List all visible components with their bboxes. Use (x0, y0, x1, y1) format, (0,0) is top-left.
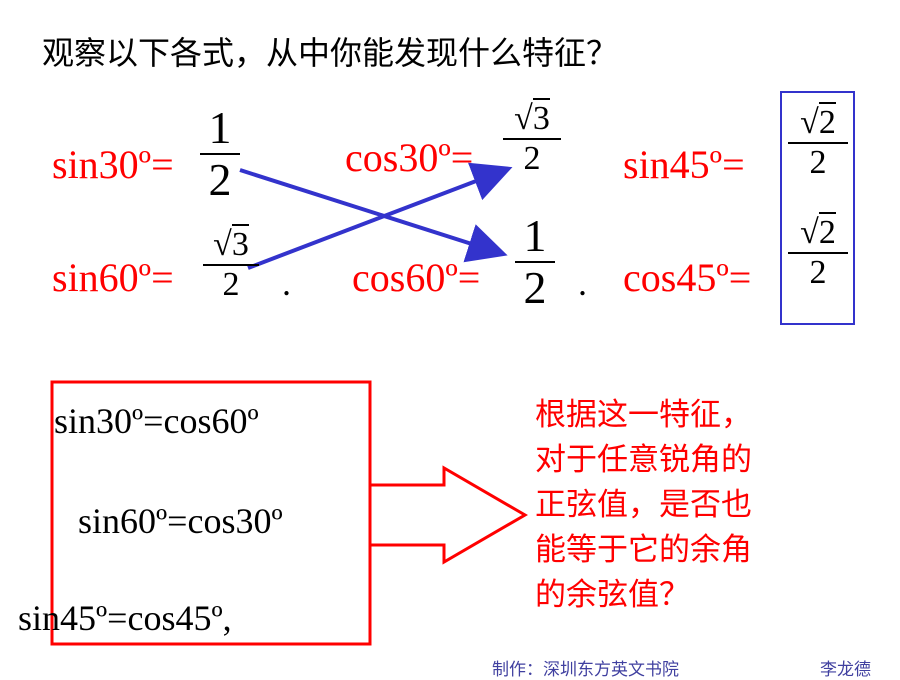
equation-sin45-cos45: sin45º=cos45º, (18, 598, 232, 638)
question-line: 根据这一特征， (535, 397, 752, 433)
sin30-label: sin30º= (52, 142, 174, 187)
sin45-fraction: √2 2 (788, 102, 848, 181)
sin60-denominator: 2 (222, 266, 240, 303)
footer-author-org: 制作：深圳东方英文书院 (492, 660, 679, 680)
cos45-label: cos45º= (623, 255, 752, 300)
sin30-fraction: 1 2 (200, 105, 240, 203)
sin60-numerator: 3 (231, 224, 249, 263)
cos60-label: cos60º= (352, 255, 481, 300)
sqrt-icon: √ (800, 214, 819, 251)
question-line: 对于任意锐角的 (535, 442, 752, 478)
cos60-fraction: 1 2 (515, 213, 555, 311)
sin60-label: sin60º= (52, 255, 174, 300)
question-line: 的余弦值？ (535, 577, 690, 613)
cos60-numerator: 1 (523, 210, 547, 261)
sin30-numerator: 1 (208, 102, 232, 153)
equation-sin30-cos60: sin30º=cos60º (54, 401, 259, 441)
cos45-denominator: 2 (809, 254, 827, 291)
cos45-numerator: 2 (818, 212, 836, 251)
cos60-denominator: 2 (523, 262, 547, 313)
arrow-sin60-to-cos30 (247, 162, 513, 270)
sin60-fraction: √3 2 (203, 224, 259, 303)
dot-separator: . (578, 263, 587, 303)
cos30-label: cos30º= (345, 135, 474, 180)
sin45-denominator: 2 (809, 144, 827, 181)
arrow-sin30-to-cos60 (239, 168, 508, 263)
question-line: 正弦值，是否也 (535, 487, 752, 523)
question-line: 能等于它的余角 (535, 532, 752, 568)
cos30-numerator: 3 (532, 98, 550, 137)
cos45-fraction: √2 2 (788, 212, 848, 291)
highlight-box (780, 91, 855, 325)
sin45-numerator: 2 (818, 102, 836, 141)
right-arrow-icon (370, 465, 528, 565)
dot-separator: . (282, 263, 291, 303)
sin45-label: sin45º= (623, 142, 745, 187)
page-title: 观察以下各式，从中你能发现什么特征？ (42, 34, 619, 72)
sqrt-icon: √ (213, 226, 232, 263)
cos30-denominator: 2 (523, 140, 541, 177)
sqrt-icon: √ (800, 104, 819, 141)
cos30-fraction: √3 2 (503, 98, 561, 177)
question-text: 根据这一特征， 对于任意锐角的 正弦值，是否也 能等于它的余角 的余弦值？ (535, 393, 752, 618)
equation-sin60-cos30: sin60º=cos30º (78, 501, 283, 541)
footer-author-name: 李龙德 (820, 660, 871, 680)
sin30-denominator: 2 (208, 154, 232, 205)
equation-box (50, 380, 372, 646)
sqrt-icon: √ (514, 100, 533, 137)
